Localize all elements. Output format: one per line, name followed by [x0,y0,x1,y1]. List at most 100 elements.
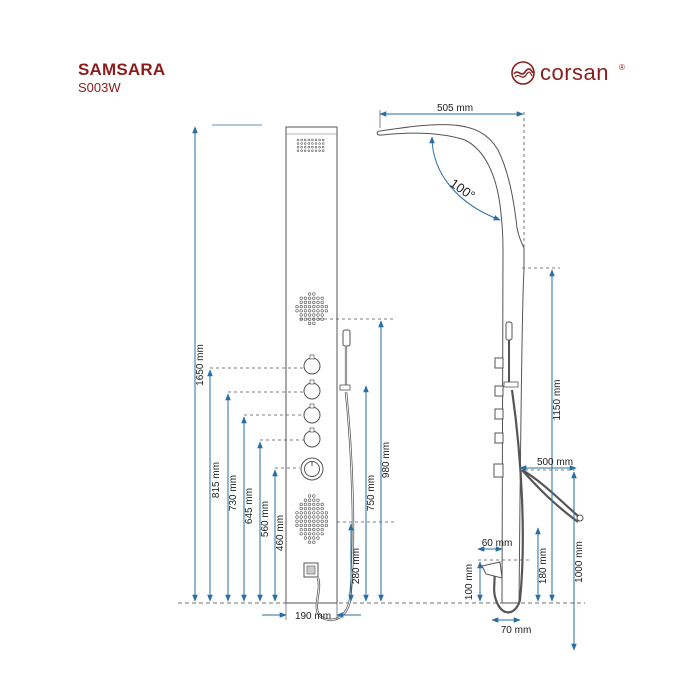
nozzle-dot [324,511,329,515]
nozzle-dot [295,515,299,519]
nozzle-dot [308,536,312,540]
nozzle-dot [312,292,316,296]
nozzle-dot [316,527,320,532]
dim-280: 280 mm [351,548,362,584]
dim-side-1000: 1000 mm [574,541,585,583]
nozzle-dot [322,149,325,153]
nozzle-dot [318,149,321,153]
nozzle-dot [311,149,314,153]
nozzle-dot [296,149,300,153]
nozzle-dot [304,149,307,153]
nozzle-dot [324,519,329,523]
nozzle-dot [311,146,314,149]
nozzle-dot [312,498,316,502]
upper-jet-grid [295,292,329,326]
product-title: SAMSARA [78,60,166,79]
nozzle-dot [303,300,308,305]
nozzle-dot [299,511,303,515]
nozzle-dot [312,511,316,515]
nozzle-dot [299,296,303,300]
nozzle-dot [308,523,312,528]
nozzle-dot [295,305,299,309]
nozzle-dot [316,536,320,540]
nozzle-dot [320,515,324,519]
nozzle-dot [320,527,324,532]
nozzle-dot [312,309,316,313]
nozzle-dot [308,498,312,502]
dim-side-500: 500 mm [537,457,573,468]
nozzle-dot [316,296,320,300]
nozzle-dot [316,309,320,313]
nozzle-dot [300,142,303,145]
diverter-knob-4 [303,427,321,448]
dim-side-1150: 1150 mm [552,380,563,421]
nozzle-dot [320,313,324,317]
nozzle-dot [299,305,303,309]
nozzle-dot [304,138,307,142]
nozzle-dot [312,300,316,305]
brand-registered-mark: ® [619,63,625,72]
hand-shower [315,329,355,621]
nozzle-dot [320,511,324,515]
nozzle-dot [296,142,300,145]
nozzle-dot [324,309,329,313]
dim-645: 645 mm [244,488,255,524]
dim-side-70: 70 mm [501,625,532,636]
brand-name: corsan [540,60,610,85]
nozzle-dot [295,523,299,528]
nozzle-dot [303,519,308,523]
nozzle-dot [308,305,312,309]
nozzle-dot [312,321,316,326]
side-panel-profile [376,124,525,604]
nozzle-dot [316,313,320,317]
nozzle-dot [316,523,320,528]
nozzle-dot [320,519,324,523]
nozzle-dot [322,138,325,142]
nozzle-dot [303,511,308,515]
nozzle-dot [308,540,312,544]
nozzle-dot [303,313,308,317]
nozzle-dot [303,498,308,502]
nozzle-dot [295,511,299,515]
dim-front-height: 1650 mm [195,344,206,386]
side-dimensions [379,111,577,651]
dim-front-width: 190 mm [295,611,331,622]
nozzle-dot [320,300,324,305]
nozzle-dot [316,515,320,519]
dim-815: 815 mm [211,462,222,498]
dim-560: 560 mm [260,501,271,537]
side-tub-spout [481,561,503,579]
nozzle-dot [320,502,324,507]
nozzle-dot [308,321,312,326]
nozzle-dot [316,507,320,511]
nozzle-dot [308,313,312,317]
nozzle-dot [318,142,321,145]
nozzle-dot [299,527,303,532]
nozzle-dot [300,149,303,153]
nozzle-dot [311,138,314,142]
nozzle-dot [312,532,316,536]
nozzle-dot [316,532,320,536]
nozzle-dot [320,507,324,511]
nozzle-dot [303,305,308,309]
nozzle-dot [299,532,303,536]
nozzle-dot [299,502,303,507]
brand-logo-icon [511,61,535,85]
nozzle-dot [296,138,300,142]
nozzle-dot [308,511,312,515]
nozzle-dot [303,523,308,528]
nozzle-dot [324,515,329,519]
nozzle-dot [312,305,316,309]
nozzle-dot [311,142,314,145]
nozzle-dot [303,296,308,300]
nozzle-dot [303,536,308,540]
nozzle-dot [299,313,303,317]
nozzle-dot [314,149,318,153]
diverter-knob-1 [303,354,321,375]
nozzle-dot [318,146,321,149]
nozzle-dot [320,532,324,536]
lower-jet-grid [295,494,329,544]
nozzle-dot [312,536,316,540]
nozzle-dot [308,300,312,305]
nozzle-dot [307,142,310,145]
